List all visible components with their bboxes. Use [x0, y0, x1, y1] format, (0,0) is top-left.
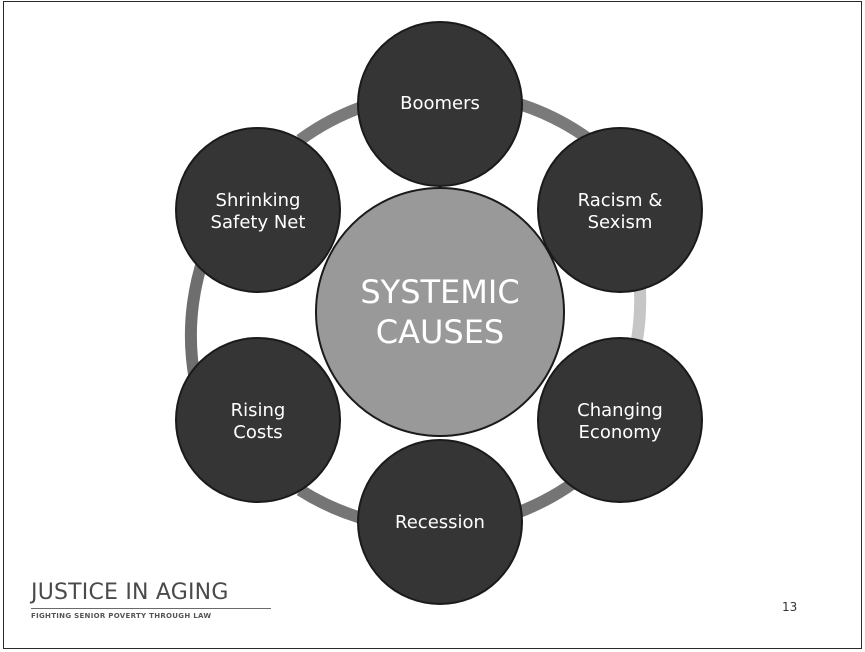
node-label-shrinking-safety-net: Shrinking Safety Net	[210, 190, 306, 233]
center-circle	[315, 187, 565, 437]
node-circle-shrinking-safety-net	[175, 127, 341, 293]
node-circle-changing-economy	[537, 337, 703, 503]
node-circle-rising-costs	[175, 337, 341, 503]
logo-title: JUSTICE IN AGING	[31, 580, 229, 605]
logo-tagline: FIGHTING SENIOR POVERTY THROUGH LAW	[31, 612, 212, 620]
node-label-racism-sexism: Racism & Sexism	[577, 190, 663, 233]
center-label: SYSTEMIC CAUSES	[360, 273, 520, 351]
justice-in-aging-logo: JUSTICE IN AGING FIGHTING SENIOR POVERTY…	[31, 580, 276, 620]
node-label-changing-economy: Changing Economy	[577, 400, 663, 443]
node-label-rising-costs: Rising Costs	[230, 400, 286, 443]
node-circle-recession	[357, 439, 523, 605]
page-number: 13	[782, 600, 798, 614]
node-label-recession: Recession	[395, 512, 485, 533]
slide-frame	[3, 1, 862, 649]
node-circle-boomers	[357, 21, 523, 187]
node-label-boomers: Boomers	[400, 93, 480, 114]
logo-divider	[31, 608, 271, 609]
node-circle-racism-sexism	[537, 127, 703, 293]
